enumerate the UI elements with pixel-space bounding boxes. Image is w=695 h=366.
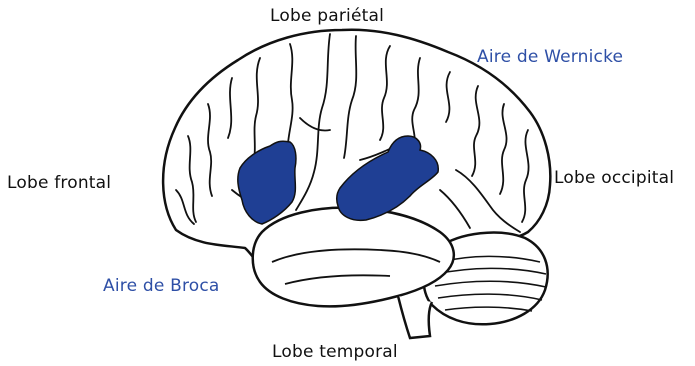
parietal-lobe-label: Lobe pariétal (270, 6, 384, 26)
broca-area-label: Aire de Broca (103, 276, 220, 296)
brainstem-outline (398, 296, 432, 338)
temporal-lobe-label: Lobe temporal (272, 342, 398, 362)
occipital-lobe-label: Lobe occipital (554, 168, 674, 188)
frontal-lobe-label: Lobe frontal (7, 173, 111, 193)
wernicke-area-label: Aire de Wernicke (477, 47, 623, 67)
